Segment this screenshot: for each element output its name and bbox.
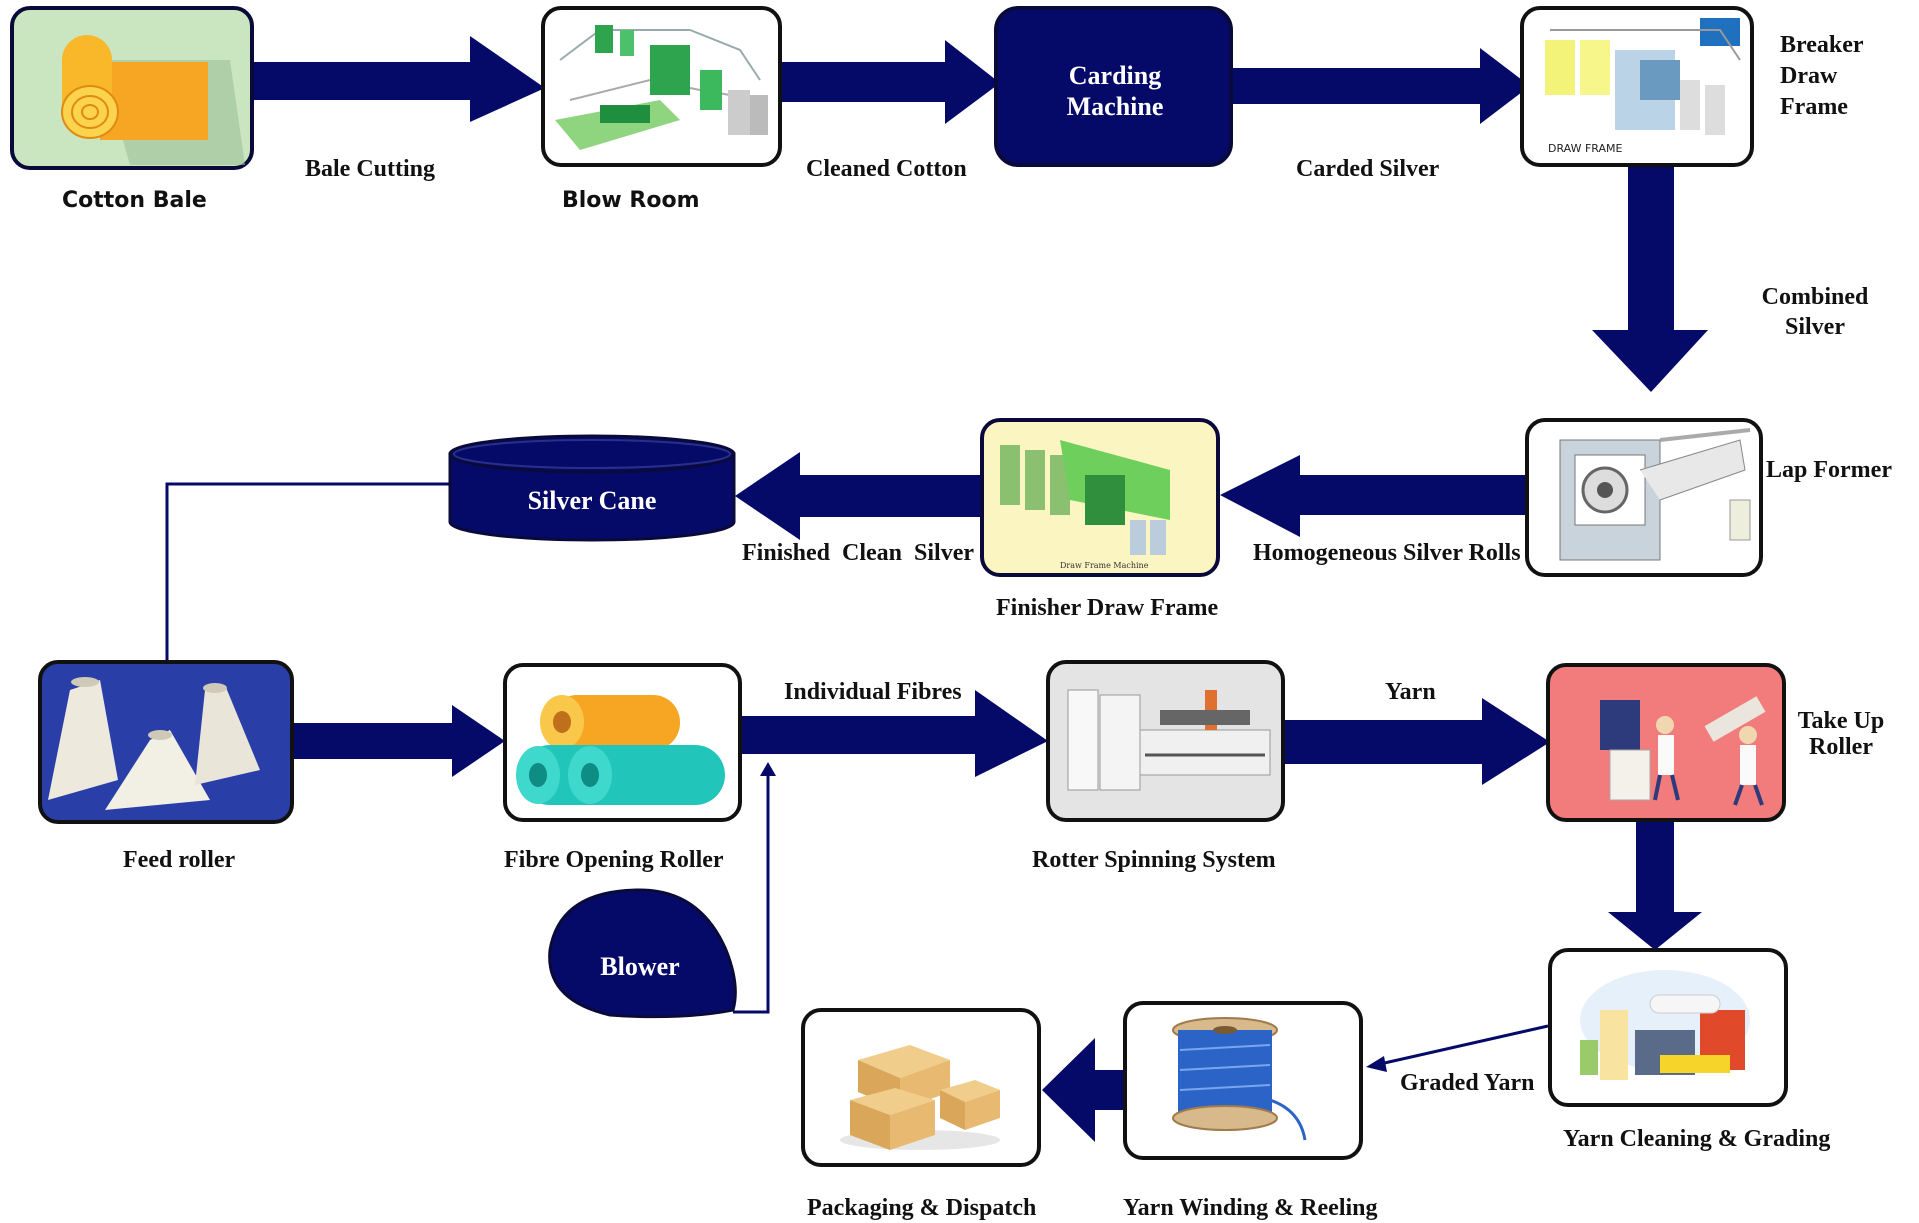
connector-silver-cane-feed: [165, 482, 452, 660]
node-silver-cane: [448, 434, 736, 542]
node-cotton-bale: [10, 6, 254, 170]
label-carding-machine: Carding Machine: [1066, 61, 1164, 121]
label-bale-cutting: Bale Cutting: [305, 156, 436, 182]
node-carding-machine: [994, 6, 1233, 167]
label-take-up-roller-2: Roller: [1809, 734, 1873, 760]
arrow-cleaned-cotton: [780, 40, 1000, 124]
node-finisher-draw-frame: Draw Frame Machine: [980, 418, 1220, 577]
arrow-carded-silver: [1230, 48, 1530, 124]
label-lap-former: Lap Former: [1766, 457, 1892, 483]
node-lap-former: [1525, 418, 1763, 577]
arrow-finished-clean-silver: [735, 452, 985, 540]
node-take-up-roller: [1546, 663, 1786, 822]
draw-frame-machine-image-text: Draw Frame Machine: [1060, 561, 1149, 570]
arrow-take-up-down: [1608, 822, 1702, 950]
label-breaker-draw-frame-1: Breaker: [1780, 32, 1864, 58]
node-rotter-spinning-system: [1046, 660, 1285, 822]
label-yarn-cleaning-grading: Yarn Cleaning & Grading: [1563, 1126, 1831, 1152]
node-yarn-cleaning-grading: [1548, 948, 1788, 1107]
label-cleaned-cotton: Cleaned Cotton: [806, 156, 967, 182]
label-blow-room: Blow Room: [562, 188, 700, 213]
label-individual-fibres: Individual Fibres: [784, 679, 962, 705]
draw-frame-image-text: DRAW FRAME: [1548, 142, 1623, 155]
arrow-feed: [292, 705, 505, 777]
label-cotton-bale: Cotton Bale: [62, 188, 207, 213]
label-fibre-opening-roller: Fibre Opening Roller: [504, 847, 724, 873]
label-take-up-roller-1: Take Up: [1797, 708, 1885, 734]
label-combined-silver-2: Silver: [1785, 314, 1845, 340]
node-feed-roller: [38, 660, 294, 824]
arrow-bale-cutting: [252, 36, 545, 122]
arrow-homogeneous-silver-rolls: [1220, 455, 1530, 537]
label-yarn-winding-reeling: Yarn Winding & Reeling: [1123, 1195, 1378, 1221]
arrow-individual-fibres: [740, 690, 1048, 777]
label-combined-silver-1: Combined: [1761, 284, 1869, 310]
node-yarn-winding-reeling: [1123, 1001, 1363, 1160]
label-finisher-draw-frame: Finisher Draw Frame: [996, 595, 1219, 621]
label-rotter-spinning-system: Rotter Spinning System: [1032, 847, 1276, 873]
node-blower: [548, 888, 737, 1019]
label-feed-roller: Feed roller: [123, 847, 236, 873]
arrow-combined-silver: [1592, 165, 1708, 392]
label-finished-clean-silver: Finished Clean Silver: [742, 540, 975, 566]
node-packaging-dispatch: [801, 1008, 1041, 1167]
cotton-bale-roll-end: [61, 85, 119, 139]
thin-connectors: [165, 482, 770, 1014]
connector-graded-yarn: [1379, 1024, 1549, 1066]
label-silver-cane: Silver Cane: [527, 486, 657, 515]
label-blower: Blower: [600, 952, 680, 981]
flow-arrows: [252, 36, 1708, 1142]
cotton-bale-sheet: [100, 62, 208, 140]
label-packaging-dispatch: Packaging & Dispatch: [807, 1195, 1037, 1221]
connector-blower: [733, 775, 770, 1014]
label-carded-silver: Carded Silver: [1296, 156, 1440, 182]
node-blow-room: [541, 6, 782, 167]
connector-graded-yarn-arrowhead: [1366, 1056, 1387, 1072]
label-graded-yarn: Graded Yarn: [1400, 1070, 1535, 1096]
node-breaker-draw-frame: DRAW FRAME: [1520, 6, 1754, 167]
node-fibre-opening-roller: [503, 663, 742, 822]
arrow-yarn: [1283, 698, 1550, 785]
label-breaker-draw-frame-2: Draw: [1780, 63, 1838, 89]
connector-blower-arrowhead: [760, 762, 776, 776]
label-homogeneous-silver-rolls: Homogeneous Silver Rolls: [1253, 540, 1521, 566]
label-breaker-draw-frame-3: Frame: [1780, 94, 1848, 120]
label-yarn: Yarn: [1385, 679, 1436, 705]
arrow-winding-to-packaging: [1042, 1038, 1127, 1142]
